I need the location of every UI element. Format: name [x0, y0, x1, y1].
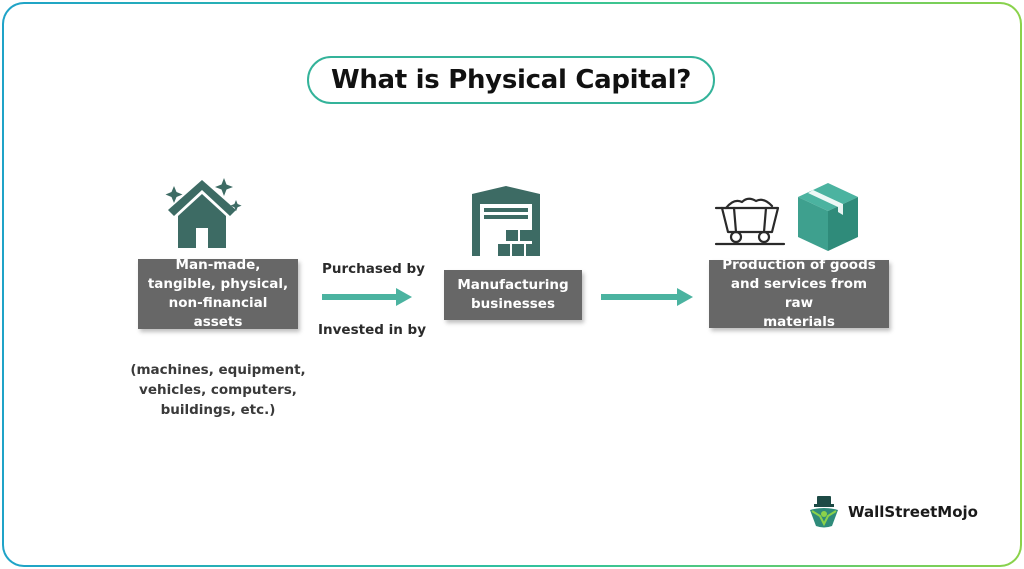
- brand-logo: WallStreetMojo: [806, 494, 978, 530]
- edge-label-invested-in-by: Invested in by: [318, 322, 426, 338]
- page-title: What is Physical Capital?: [307, 56, 715, 104]
- examples-note: (machines, equipment, vehicles, computer…: [130, 362, 306, 418]
- node-assets: Man-made, tangible, physical, non-financ…: [138, 257, 298, 330]
- node-production: Production of goods and services from ra…: [709, 257, 889, 330]
- arrow-assets-to-manufacturing: [322, 288, 412, 306]
- package-box-icon: [798, 183, 858, 251]
- arrow-manufacturing-to-production: [601, 288, 693, 306]
- warehouse-icon: [472, 186, 540, 256]
- wallstreetmojo-logo-icon: [810, 496, 838, 528]
- edge-label-purchased-by: Purchased by: [322, 261, 425, 277]
- mine-cart-icon: [714, 197, 786, 246]
- brand-name: WallStreetMojo: [848, 503, 978, 521]
- node-manufacturing: Manufacturing businesses: [444, 270, 582, 320]
- house-sparkle-icon: [165, 178, 242, 248]
